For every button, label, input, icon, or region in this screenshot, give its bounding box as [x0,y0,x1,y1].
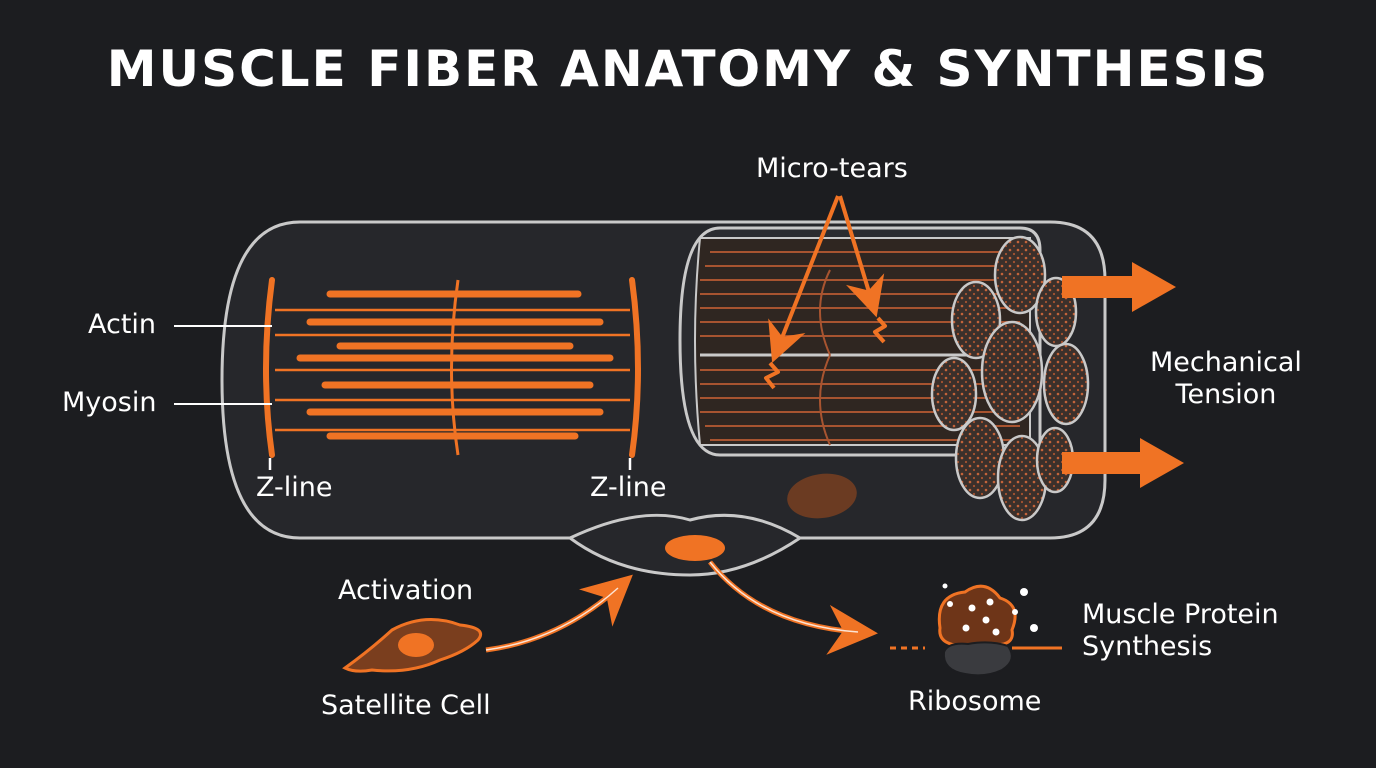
micro-tears-label: Micro-tears [756,153,908,184]
micro-tear-arrow-1 [768,195,840,363]
ribosome-graphic [890,583,1062,677]
satellite-cell-nucleus [398,633,434,657]
tension-arrow-top [1062,262,1176,312]
satellite-cell-label: Satellite Cell [321,690,491,721]
fiber-nucleus [787,473,857,519]
activation-arrow [485,574,633,653]
actin-filaments [275,308,630,432]
tear-mark-2 [873,316,887,344]
z-line-left [263,277,275,458]
z-line-right [629,277,641,458]
myosin-label: Myosin [62,387,157,418]
ribosome-label: Ribosome [908,686,1042,717]
synthesis-arrow [708,560,878,655]
mechanical-tension-label: Mechanical Tension [1150,347,1302,411]
muscle-protein-synthesis-label: Muscle Protein Synthesis [1082,599,1279,663]
activation-label: Activation [338,575,474,606]
bulge-nucleus [665,535,725,561]
z-line-left-label: Z-line [256,472,333,503]
myofibril-bundles [930,235,1090,522]
tear-mark-1 [764,361,780,390]
actin-label: Actin [88,309,157,340]
myosin-filaments [296,290,614,440]
page-title: MUSCLE FIBER ANATOMY & SYNTHESIS [106,40,1270,98]
z-line-right-label: Z-line [590,472,667,503]
micro-tear-arrow-2 [838,195,885,318]
tension-arrow-bottom [1062,438,1184,488]
